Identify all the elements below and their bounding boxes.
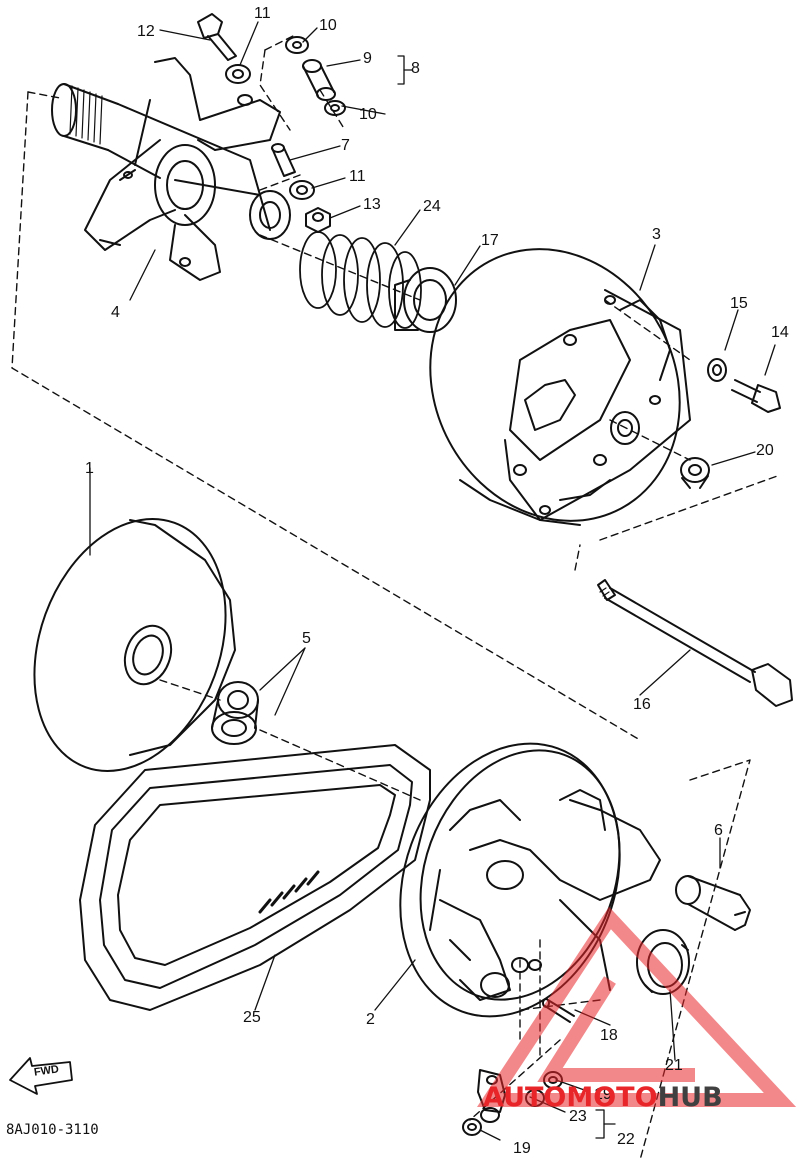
part-label-18: 18 [600,1027,618,1044]
part-9-roller [302,59,336,101]
watermark-logo-graphic [477,906,797,1107]
part-label-9: 9 [363,50,372,67]
part-label-15: 15 [730,295,748,312]
part-10-collar-top [285,36,309,54]
part-label-22: 22 [617,1131,635,1148]
part-label-24: 24 [423,198,441,215]
part-label-13: 13 [363,196,381,213]
part-14-bolt [731,379,781,413]
part-11-washer-lower [289,180,315,200]
part-label-16: 16 [633,696,651,713]
part-label-19-lower: 19 [513,1140,531,1157]
diagram-code: 8AJ010-3110 [6,1122,99,1138]
part-label-2: 2 [366,1011,375,1028]
part-label-10-top: 10 [319,17,337,34]
part-11-washer-top [225,64,251,84]
part-label-4: 4 [111,304,120,321]
part-label-10-bottom: 10 [359,106,377,123]
leader-lines [89,21,776,1141]
part-label-11-top: 11 [254,5,271,22]
part-12-bolt [197,13,237,61]
part-15-washer [707,358,727,382]
part-4-spider-shaft [51,57,291,281]
part-label-25: 25 [243,1009,261,1026]
part-10-collar-bottom [324,100,346,116]
watermark-part-2: HUB [657,1082,723,1113]
watermark-text: AUTOMOTOHUB [483,1082,723,1113]
part-5-bushings [211,681,259,745]
part-label-23: 23 [569,1108,587,1125]
part-label-20: 20 [756,442,774,459]
part-13-nut [305,207,331,233]
part-label-21: 21 [665,1057,683,1074]
part-1-sheave [33,518,236,772]
part-label-3: 3 [652,226,661,243]
part-24-spring [299,231,422,329]
part-label-17: 17 [481,232,499,249]
part-label-12: 12 [137,23,155,40]
part-label-5: 5 [302,630,311,647]
watermark-part-1: AUTOMOTO [483,1082,658,1113]
part-label-11-lower: 11 [349,168,366,185]
part-label-8: 8 [411,60,420,77]
part-16-long-bolt [597,579,793,707]
part-3-cover [429,248,691,526]
part-20-spacer [680,457,710,489]
fwd-arrow [9,1057,73,1095]
part-7-pin [271,143,296,177]
part-17-bushing [394,267,457,333]
part-label-1: 1 [85,460,94,477]
part-label-6: 6 [714,822,723,839]
part-6-sleeve [675,875,751,931]
part-label-14: 14 [771,324,789,341]
part-25-belt [79,744,431,1011]
part-19-washer-lower [462,1118,482,1136]
part-label-7: 7 [341,137,350,154]
part-label-19-upper: 19 [594,1086,612,1103]
